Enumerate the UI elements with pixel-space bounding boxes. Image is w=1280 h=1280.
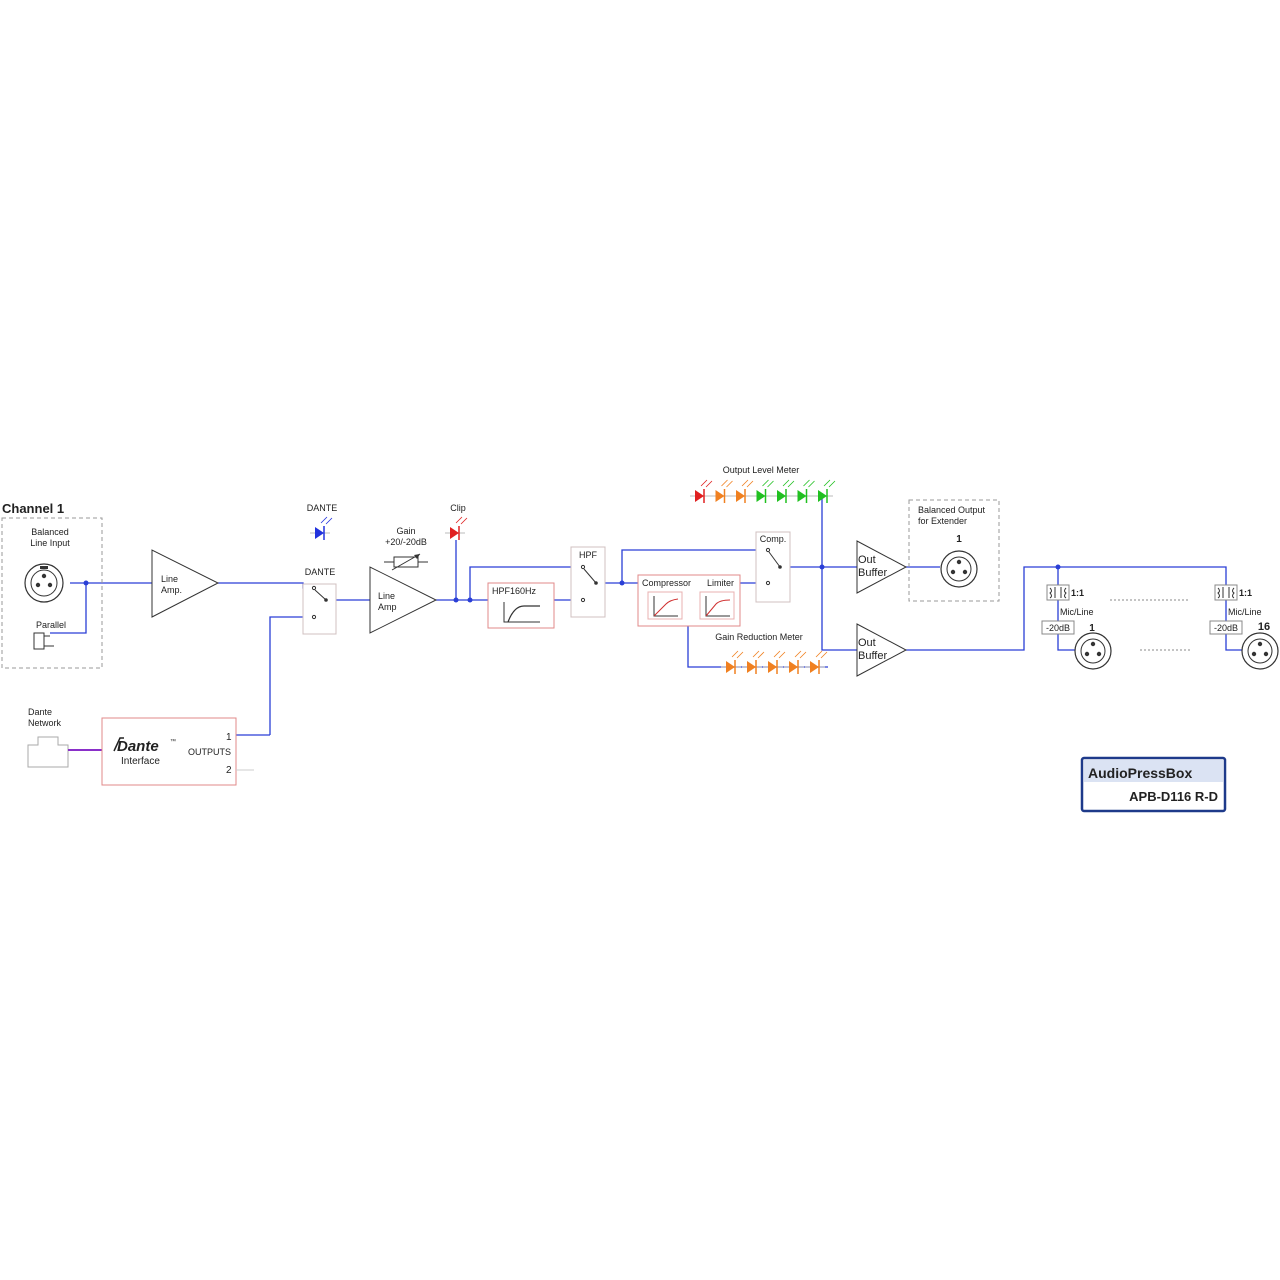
dante-switch-label: DANTE [305, 567, 336, 577]
dante-logo: Dante ™ [113, 737, 176, 755]
line-amp-1 [151, 549, 220, 618]
gain-label-line2: +20/-20dB [385, 537, 427, 547]
svg-text:Dante: Dante [117, 738, 159, 755]
dante-output-2: 2 [226, 765, 232, 776]
compressor-label: Compressor [642, 578, 691, 588]
output-meter-led [772, 479, 795, 503]
output-1-pad-box [1041, 620, 1075, 635]
gain-reduction-led [784, 650, 807, 674]
parallel-label: Parallel [36, 620, 66, 630]
hpf-switch-icon [580, 564, 598, 603]
dante-led-label: DANTE [307, 503, 338, 513]
gain-label-line1: Gain [396, 526, 415, 536]
extender-output-frame [908, 499, 1000, 602]
channel-title: Channel 1 [2, 501, 64, 516]
extender-label-line2: for Extender [918, 516, 967, 526]
output-meter-led [813, 479, 836, 503]
output-meter-led [710, 479, 733, 503]
input-label-line2: Line Input [30, 538, 70, 548]
dante-switch-frame [302, 583, 337, 635]
dante-led [310, 516, 333, 540]
dante-outputs-label: OUTPUTS [188, 747, 231, 757]
compressor-curve-icon [647, 591, 683, 620]
xlr-output-16-icon [1241, 632, 1279, 670]
comp-switch-label: Comp. [760, 534, 787, 544]
gain-reduction-led [742, 650, 765, 674]
output-1-mode: Mic/Line [1060, 607, 1094, 617]
output-16-mode: Mic/Line [1228, 607, 1262, 617]
limiter-label: Limiter [707, 578, 734, 588]
dante-switch-icon [311, 585, 328, 620]
dante-interface-label: Interface [121, 756, 160, 767]
xlr-output-1-icon [1074, 632, 1112, 670]
line-amp-2-label2: Amp [378, 602, 397, 612]
output-level-meter-label: Output Level Meter [723, 465, 800, 475]
clip-led-label: Clip [450, 503, 466, 513]
limiter-curve-icon [699, 591, 735, 620]
output-16-ratio: 1:1 [1239, 588, 1252, 598]
line-amp-2 [369, 566, 438, 634]
brand-name: AudioPressBox [1088, 765, 1192, 781]
hpf-filter-block [487, 582, 555, 629]
output-meter-led [731, 479, 754, 503]
transformer-1-icon [1046, 584, 1070, 601]
ethernet-port-icon [27, 736, 69, 768]
clip-led [445, 516, 468, 540]
out-buffer-2-label2: Buffer [858, 650, 887, 662]
dante-network-label1: Dante [28, 707, 52, 717]
gain-reduction-meter-label: Gain Reduction Meter [715, 632, 803, 642]
output-1-number: 1 [1089, 623, 1095, 634]
out-buffer-1-label2: Buffer [858, 567, 887, 579]
svg-text:™: ™ [170, 738, 176, 745]
out-buffer-1-label1: Out [858, 554, 876, 566]
variable-resistor-icon [384, 553, 428, 571]
junction-dots [83, 564, 1061, 603]
gain-reduction-led [763, 650, 786, 674]
comp-switch-icon [765, 547, 782, 586]
input-section-frame [1, 517, 103, 669]
clip-led-icon [445, 516, 468, 540]
output-16-pad-box [1209, 620, 1243, 635]
output-16-pad: -20dB [1214, 623, 1238, 633]
comp-switch-frame [755, 531, 791, 603]
out-buffer-1 [856, 540, 908, 594]
dante-led-icon [310, 516, 333, 540]
xlr-input-icon [24, 563, 64, 603]
gain-reduction-led [805, 650, 828, 674]
line-amp-1-label2: Amp. [161, 585, 182, 595]
out-buffer-2 [856, 623, 908, 677]
output-meter-led [751, 479, 774, 503]
gain-reduction-meter [721, 650, 828, 674]
parallel-jack-icon [33, 632, 54, 650]
output-1-ratio: 1:1 [1071, 588, 1084, 598]
input-label-line1: Balanced [31, 527, 69, 537]
output-meter-led [792, 479, 815, 503]
output-16-number: 16 [1258, 621, 1270, 633]
out-buffer-2-label1: Out [858, 637, 876, 649]
hpf-filter-label: HPF160Hz [492, 586, 537, 596]
dante-output-1: 1 [226, 732, 232, 743]
output-level-meter [690, 479, 836, 503]
brand-badge: AudioPressBox APB-D116 R-D [1080, 756, 1227, 813]
dante-interface-block [101, 717, 237, 786]
transformer-16-icon [1214, 584, 1238, 601]
line-amp-2-label1: Line [378, 591, 395, 601]
output-meter-led [690, 479, 713, 503]
gain-reduction-led [721, 650, 744, 674]
hpf-switch-frame [570, 546, 606, 618]
xlr-extender-icon [940, 550, 978, 588]
line-amp-1-label1: Line [161, 574, 178, 584]
dante-network-label2: Network [28, 718, 62, 728]
brand-model: APB-D116 R-D [1129, 789, 1218, 804]
high-pass-curve-icon [503, 602, 540, 623]
output-1-pad: -20dB [1046, 623, 1070, 633]
hpf-switch-label: HPF [579, 550, 598, 560]
extender-output-number: 1 [956, 534, 962, 545]
extender-label-line1: Balanced Output [918, 505, 986, 515]
